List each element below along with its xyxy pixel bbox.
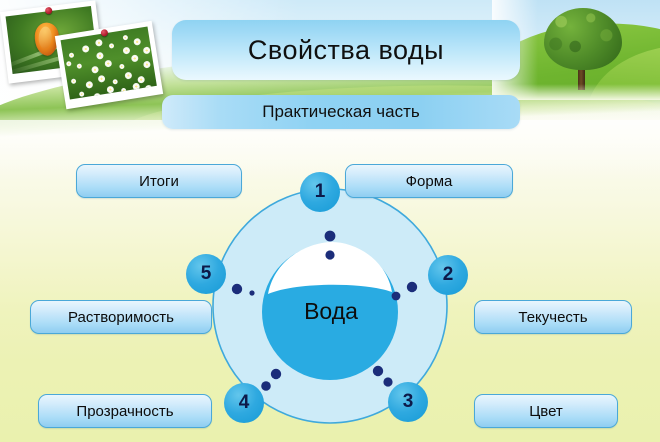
daisy-flower	[76, 63, 83, 70]
daisy-flower	[97, 74, 106, 83]
button-itogi[interactable]: Итоги	[76, 164, 242, 198]
connector-dot	[231, 283, 243, 295]
water-properties-diagram	[196, 186, 464, 426]
daisy-flower	[144, 84, 153, 93]
daisy-flower	[142, 46, 151, 55]
daisy-flower	[120, 87, 127, 94]
daisy-flower	[104, 59, 113, 68]
daisy-flower	[122, 46, 131, 55]
daisy-flower	[65, 60, 72, 67]
diagram-center-label: Вода	[304, 298, 358, 324]
button-rastvorimost[interactable]: Растворимость	[30, 300, 212, 334]
daisy-flower	[132, 82, 141, 91]
connector-dot	[383, 377, 393, 387]
daisy-flower	[68, 52, 75, 59]
daisy-flower	[133, 37, 142, 46]
daisy-flower	[95, 51, 104, 60]
daisy-flower	[137, 75, 146, 84]
photo-daisies-image	[60, 26, 157, 100]
tree-trunk	[578, 52, 585, 90]
connector-dot	[391, 291, 401, 301]
connector-dot	[324, 230, 336, 242]
daisy-flower	[108, 43, 115, 49]
daisy-flower	[85, 80, 94, 89]
daisy-flower	[130, 54, 139, 63]
button-cvet[interactable]: Цвет	[474, 394, 618, 428]
connector-dot	[249, 290, 255, 296]
connector-dot	[270, 368, 282, 380]
scene-bottom-fade	[492, 84, 660, 100]
connector-dot	[372, 365, 384, 377]
diagram-node-4[interactable]: 4	[224, 383, 264, 423]
slide-title: Свойства воды	[172, 20, 520, 80]
daisy-flower	[119, 63, 125, 70]
button-prozrachnost[interactable]: Прозрачность	[38, 394, 212, 428]
daisy-flower	[106, 85, 115, 94]
diagram-node-3[interactable]: 3	[388, 382, 428, 422]
slide-subtitle: Практическая часть	[162, 95, 520, 129]
daisy-flower	[70, 78, 77, 85]
connector-dot	[261, 381, 271, 391]
daisy-flower	[94, 38, 103, 47]
daisy-flower	[112, 78, 119, 85]
connector-dot	[406, 281, 418, 293]
diagram-node-2[interactable]: 2	[428, 255, 468, 295]
daisy-flower	[142, 60, 151, 69]
diagram-node-1[interactable]: 1	[300, 172, 340, 212]
daisy-flower	[91, 65, 100, 74]
water-drop-highlight	[268, 242, 392, 294]
daisy-flower	[124, 71, 133, 80]
daisy-flower	[81, 44, 90, 53]
tree-crown	[544, 8, 622, 70]
daisy-flower	[78, 91, 85, 97]
daisy-flower	[122, 34, 129, 41]
button-forma[interactable]: Форма	[345, 164, 513, 198]
daisy-field	[61, 27, 157, 100]
photo-thumbnail-daisies	[54, 20, 164, 110]
button-tekuchest[interactable]: Текучесть	[474, 300, 632, 334]
diagram-node-5[interactable]: 5	[186, 254, 226, 294]
connector-dot	[325, 250, 335, 260]
daisy-flower	[93, 92, 102, 100]
